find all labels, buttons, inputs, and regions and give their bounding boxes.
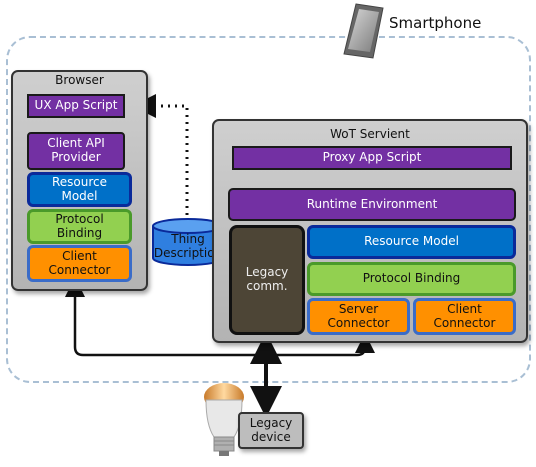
browser-protocol-binding: Protocol Binding xyxy=(27,209,132,244)
legacy-device: Legacy device xyxy=(238,412,304,449)
thing-description-label: Thing Description xyxy=(153,232,223,260)
thing-description: Thing Description xyxy=(151,218,225,266)
server-connector: Server Connector xyxy=(307,298,410,335)
ux-app-script: UX App Script xyxy=(27,94,125,118)
legacy-comm: Legacy comm. xyxy=(229,225,305,335)
browser-resource-model: Resource Model xyxy=(27,172,132,207)
proxy-app-script: Proxy App Script xyxy=(232,146,512,170)
servient-resource-model: Resource Model xyxy=(307,225,516,259)
browser-client-connector: Client Connector xyxy=(27,245,132,282)
smartphone-icon xyxy=(343,3,384,59)
runtime-environment: Runtime Environment xyxy=(228,188,516,221)
browser-servient-connection xyxy=(65,277,375,357)
browser-title: Browser xyxy=(55,73,104,88)
light-bulb-icon xyxy=(204,383,244,456)
smartphone-label: Smartphone xyxy=(389,14,482,32)
servient-client-connector: Client Connector xyxy=(413,298,516,335)
servient-title: WoT Servient xyxy=(330,127,410,142)
servient-protocol-binding: Protocol Binding xyxy=(307,262,516,296)
client-api-provider: Client API Provider xyxy=(27,132,125,170)
thing-description-link-arrow xyxy=(132,94,189,215)
